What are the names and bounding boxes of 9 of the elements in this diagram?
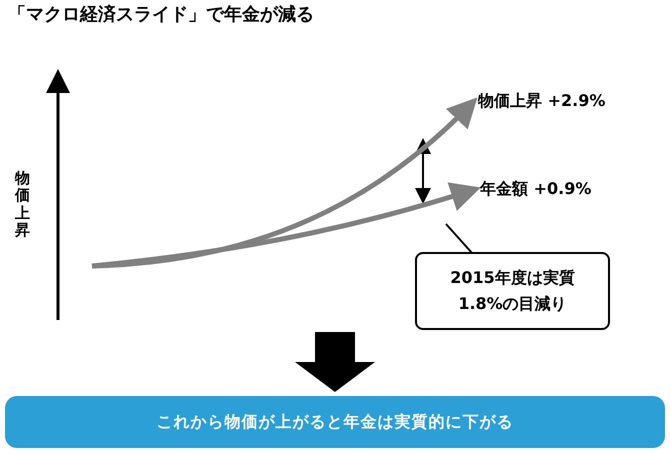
banner: これから物価が上がると年金は実質的に下がる [5, 396, 665, 448]
curve-label: 年金額 +0.9% [480, 174, 620, 204]
title: 「マクロ経済スライド」で年金が減る [8, 3, 314, 26]
axis-label: 物価上昇 [14, 170, 31, 239]
callout-bubble: 2015年度は実質 1.8%の目減り [415, 252, 610, 330]
curve-arrow [92, 97, 478, 268]
down-arrow [295, 332, 375, 392]
curve-arrow [92, 182, 481, 268]
curve-label: 物価上昇 +2.9% [478, 86, 638, 116]
